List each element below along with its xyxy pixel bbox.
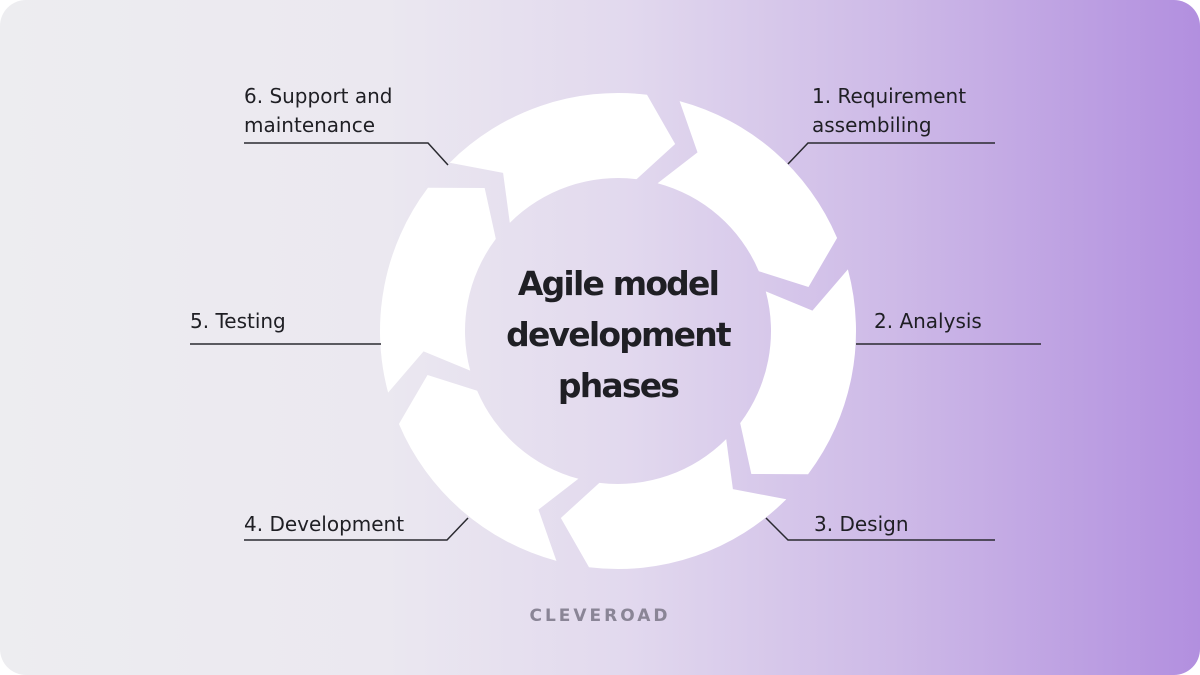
phase-label-line: 4. Development — [244, 512, 405, 536]
phase-label-requirement: 1. Requirement assembiling — [812, 82, 966, 140]
phase-label-line: assembiling — [812, 113, 932, 137]
arrow-segment-support — [449, 93, 676, 223]
arrow-segment-requirement — [657, 101, 838, 288]
phase-label-line: 1. Requirement — [812, 84, 967, 108]
phase-label-testing: 5. Testing — [190, 307, 286, 336]
diagram-title-line: Agile model — [517, 264, 720, 303]
connector-line-4 — [244, 517, 469, 541]
phase-label-support: 6. Support and maintenance — [244, 82, 393, 140]
phase-label-line: 6. Support and — [244, 84, 393, 108]
arrow-segment-analysis — [740, 269, 856, 475]
phase-label-line: 5. Testing — [190, 309, 286, 333]
connector-lines — [190, 142, 1041, 541]
diagram-title-line: phases — [557, 366, 680, 405]
phase-label-line: 2. Analysis — [874, 309, 982, 333]
cleveroad-logo: CLEVEROAD — [529, 606, 671, 626]
phase-label-design: 3. Design — [814, 510, 909, 539]
phase-label-development: 4. Development — [244, 510, 404, 539]
arrow-segment-testing — [380, 187, 496, 393]
connector-line-1 — [787, 142, 995, 165]
phase-label-line: 3. Design — [814, 512, 909, 536]
diagram-title-line: development — [506, 315, 732, 354]
connector-line-3 — [765, 517, 995, 541]
arrow-segment-design — [560, 439, 787, 570]
arrow-segment-development — [398, 374, 579, 561]
diagram-title: Agile model development phases — [468, 258, 768, 411]
phase-label-line: maintenance — [244, 113, 376, 137]
phase-label-analysis: 2. Analysis — [874, 307, 982, 336]
connector-line-6 — [244, 142, 449, 166]
cycle-arrows — [380, 93, 856, 570]
